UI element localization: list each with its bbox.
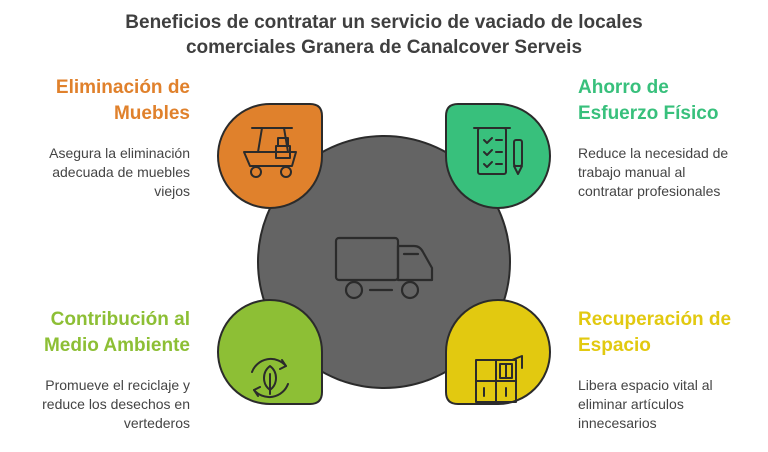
desc-line: contratar profesionales: [578, 183, 721, 199]
desc-line: vertederos: [123, 415, 190, 431]
desc-line: innecesarios: [578, 415, 657, 431]
heading-medio-ambiente: Contribución al Medio Ambiente: [10, 307, 190, 359]
page-title: Beneficios de contratar un servicio de v…: [0, 10, 768, 60]
desc-line: Libera espacio vital al: [578, 377, 713, 393]
heading-recuperacion-espacio: Recuperación de Espacio: [578, 307, 763, 359]
petal-bottom-right: [445, 299, 551, 405]
delivery-truck-icon: [334, 236, 434, 300]
heading-line: Medio Ambiente: [43, 335, 190, 356]
heading-eliminacion-muebles: Eliminación de Muebles: [20, 75, 190, 127]
desc-medio-ambiente: Promueve el reciclaje y reduce los desec…: [10, 376, 190, 433]
heading-line: Esfuerzo Físico: [578, 103, 719, 124]
desc-recuperacion-espacio: Libera espacio vital al eliminar artícul…: [578, 376, 763, 433]
desc-line: Asegura la eliminación: [49, 145, 190, 161]
title-line-2: comerciales Granera de Canalcover Servei…: [185, 37, 583, 58]
center-circle: [257, 135, 511, 389]
desc-line: Reduce la necesidad de: [578, 145, 729, 161]
clipboard-checklist-icon: [473, 127, 523, 175]
desc-line: trabajo manual al: [578, 164, 686, 180]
heading-line: Muebles: [113, 103, 190, 124]
heading-ahorro-esfuerzo: Ahorro de Esfuerzo Físico: [578, 75, 763, 127]
desc-ahorro-esfuerzo: Reduce la necesidad de trabajo manual al…: [578, 144, 763, 201]
desc-line: viejos: [154, 183, 190, 199]
desc-line: reduce los desechos en: [42, 396, 190, 412]
heading-line: Espacio: [578, 335, 651, 356]
desc-eliminacion-muebles: Asegura la eliminación adecuada de muebl…: [10, 144, 190, 201]
desc-line: Promueve el reciclaje y: [45, 377, 190, 393]
petal-top-left: [217, 103, 323, 209]
heading-line: Ahorro de: [578, 77, 669, 98]
title-line-1: Beneficios de contratar un servicio de v…: [125, 12, 643, 33]
cleared-shelf-icon: [475, 355, 523, 403]
recycle-leaf-icon: [251, 357, 289, 399]
heading-line: Eliminación de: [55, 77, 190, 98]
desc-line: adecuada de muebles: [52, 164, 190, 180]
heading-line: Contribución al: [50, 309, 190, 330]
desc-line: eliminar artículos: [578, 396, 684, 412]
petal-top-right: [445, 103, 551, 209]
cart-with-box-icon: [243, 127, 297, 178]
heading-line: Recuperación de: [578, 309, 732, 330]
petal-bottom-left: [217, 299, 323, 405]
